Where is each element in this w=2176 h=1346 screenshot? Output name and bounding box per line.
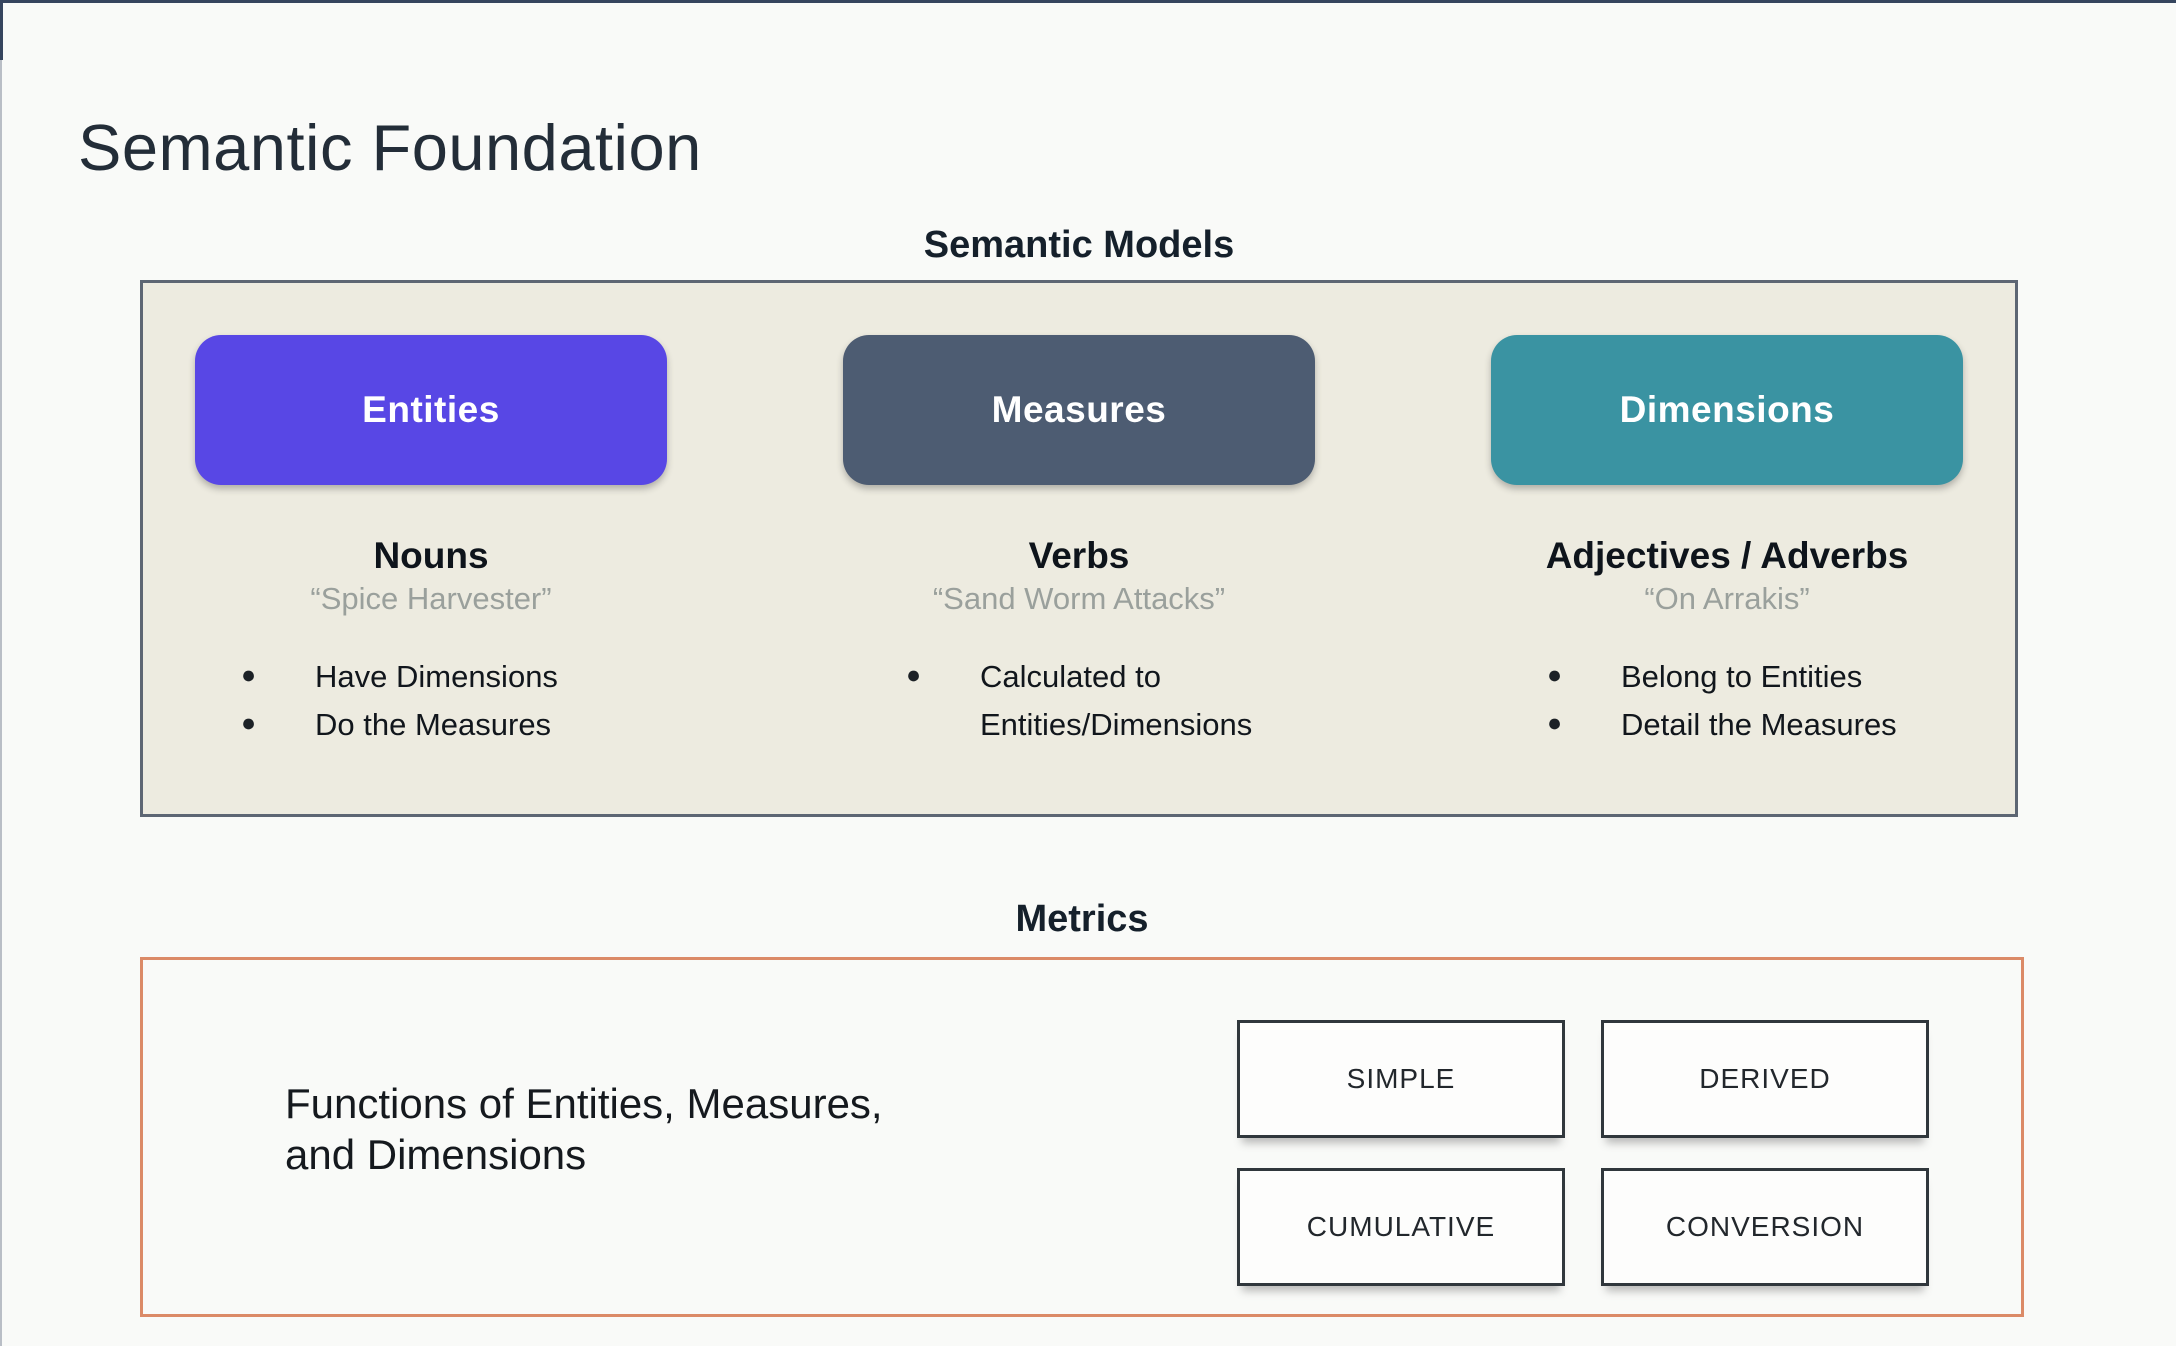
list-item: Do the Measures [235,701,627,749]
metric-card-simple: SIMPLE [1237,1020,1565,1138]
measures-pill: Measures [843,335,1315,485]
entities-column: Entities Nouns “Spice Harvester” Have Di… [195,335,667,814]
entities-bullet-list: Have Dimensions Do the Measures [235,653,627,749]
list-item: Have Dimensions [235,653,627,701]
entities-pill: Entities [195,335,667,485]
metrics-description-line2: and Dimensions [285,1131,587,1179]
metrics-description-line1: Functions of Entities, Measures, [285,1080,883,1127]
metrics-heading: Metrics [1015,898,1149,940]
measures-role-heading: Verbs [1028,535,1130,576]
metrics-description: Functions of Entities, Measures, and Dim… [285,1078,883,1180]
measures-bullet-list: Calculated to Entities/Dimensions [900,653,1258,749]
measures-example-quote: “Sand Worm Attacks” [932,581,1226,616]
metric-card-conversion: CONVERSION [1601,1168,1929,1286]
semantic-models-heading: Semantic Models [923,224,1235,266]
slide-title: Semantic Foundation [78,110,702,184]
dimensions-bullet-list: Belong to Entities Detail the Measures [1541,653,1913,749]
list-item: Detail the Measures [1541,701,1913,749]
list-item: Calculated to Entities/Dimensions [900,653,1258,749]
screen-left-edge [0,0,2,1346]
measures-column: Measures Verbs “Sand Worm Attacks” Calcu… [843,335,1315,814]
dimensions-column: Dimensions Adjectives / Adverbs “On Arra… [1491,335,1963,814]
semantic-models-panel: Entities Nouns “Spice Harvester” Have Di… [140,280,2018,817]
screen-top-edge [0,0,2176,3]
screen-left-edge-corner [0,0,3,60]
dimensions-role-heading: Adjectives / Adverbs [1545,535,1909,576]
metric-card-cumulative: CUMULATIVE [1237,1168,1565,1286]
entities-example-quote: “Spice Harvester” [310,581,552,616]
dimensions-pill: Dimensions [1491,335,1963,485]
metrics-panel: Functions of Entities, Measures, and Dim… [140,957,2024,1317]
dimensions-example-quote: “On Arrakis” [1644,581,1810,616]
metric-card-derived: DERIVED [1601,1020,1929,1138]
metric-type-grid: SIMPLE DERIVED CUMULATIVE CONVERSION [1237,1020,1929,1286]
list-item: Belong to Entities [1541,653,1913,701]
entities-role-heading: Nouns [373,535,489,576]
